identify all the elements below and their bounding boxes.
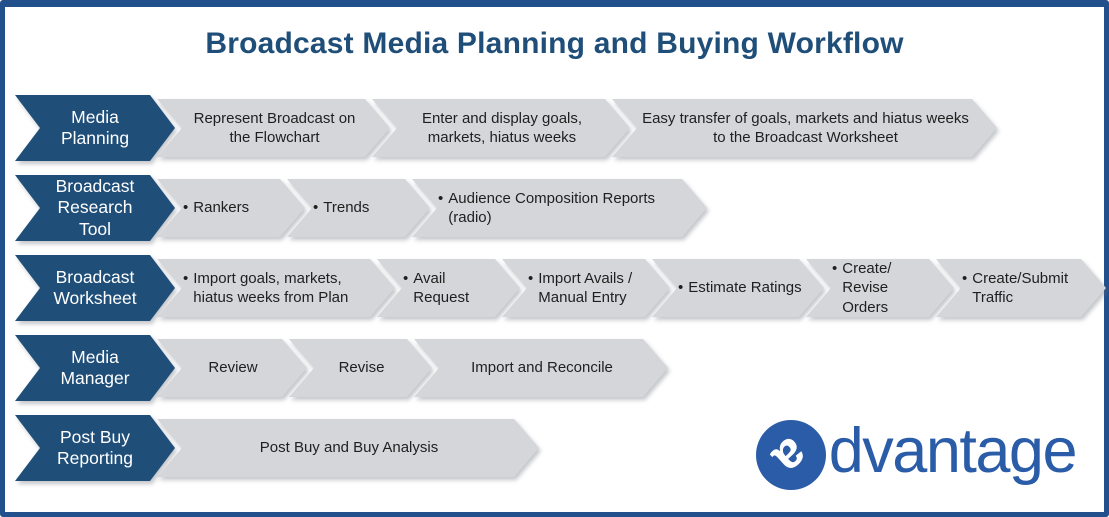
- bullet-icon: [962, 269, 967, 288]
- bullet-icon: [183, 198, 188, 217]
- logo-a-icon: a: [755, 420, 826, 490]
- step-text: Estimate Ratings: [688, 279, 802, 297]
- advantage-logo: a dvantage: [755, 415, 1078, 490]
- step-chevron: Create/ Revise Orders: [806, 259, 954, 317]
- step-text: Create/Submit Traffic: [972, 269, 1069, 306]
- row-label-chevron: Broadcast Research Tool: [15, 175, 175, 241]
- workflow-row-media-manager: Media Manager Review Revise Import and R…: [15, 335, 1106, 401]
- step-chevron: Revise: [289, 339, 432, 397]
- workflow-rows: Media Planning Represent Broadcast on th…: [15, 95, 1106, 495]
- step-chevron: Represent Broadcast on the Flowchart: [157, 99, 390, 157]
- step-text: Import goals, markets, hiatus weeks from…: [193, 269, 349, 306]
- step-chevron: Import goals, markets, hiatus weeks from…: [157, 259, 395, 317]
- step-text: Revise: [338, 359, 385, 377]
- row-label-text: Media Manager: [60, 346, 130, 388]
- step-chevron: Avail Request: [377, 259, 520, 317]
- bullet-icon: [832, 259, 837, 278]
- bullet-icon: [313, 198, 318, 217]
- step-text: Post Buy and Buy Analysis: [259, 439, 439, 457]
- bullet-icon: [183, 269, 188, 288]
- bullet-icon: [438, 189, 443, 208]
- logo-wordmark: dvantage: [828, 415, 1078, 486]
- workflow-row-post-buy-reporting: Post Buy Reporting Post Buy and Buy Anal…: [15, 415, 1106, 481]
- row-label-text: Media Planning: [60, 106, 130, 148]
- row-label-chevron: Broadcast Worksheet: [15, 255, 175, 321]
- step-chevron: Estimate Ratings: [652, 259, 824, 317]
- step-text: Easy transfer of goals, markets and hiat…: [642, 109, 969, 146]
- step-chevron: Import and Reconcile: [414, 339, 668, 397]
- row-label-text: Broadcast Worksheet: [53, 266, 137, 308]
- step-text: Review: [208, 359, 258, 377]
- row-label-text: Broadcast Research Tool: [55, 175, 135, 239]
- step-text: Enter and display goals, markets, hiatus…: [421, 109, 583, 146]
- step-chevron: Post Buy and Buy Analysis: [157, 419, 539, 477]
- step-chevron: Trends: [287, 179, 430, 237]
- step-chevron: Review: [157, 339, 307, 397]
- logo-a-letter: a: [762, 427, 821, 488]
- workflow-title: Broadcast Media Planning and Buying Work…: [205, 27, 904, 60]
- step-chevron: Import Avails / Manual Entry: [502, 259, 670, 317]
- bullet-icon: [403, 269, 408, 288]
- row-label-text: Post Buy Reporting: [57, 426, 133, 468]
- step-text: Audience Composition Reports (radio): [448, 189, 656, 226]
- step-text: Import Avails / Manual Entry: [538, 269, 633, 306]
- bullet-icon: [678, 278, 683, 297]
- step-chevron: Create/Submit Traffic: [936, 259, 1106, 317]
- step-text: Create/ Revise Orders: [842, 260, 892, 316]
- step-text: Trends: [323, 199, 370, 217]
- step-chevron: Enter and display goals, markets, hiatus…: [372, 99, 630, 157]
- step-chevron: Rankers: [157, 179, 305, 237]
- step-text: Import and Reconcile: [471, 359, 613, 377]
- workflow-row-broadcast-research-tool: Broadcast Research Tool Rankers Trends A…: [15, 175, 1106, 241]
- step-text: Rankers: [193, 199, 250, 217]
- row-label-chevron: Post Buy Reporting: [15, 415, 175, 481]
- step-text: Represent Broadcast on the Flowchart: [193, 109, 356, 146]
- bullet-icon: [528, 269, 533, 288]
- step-chevron: Easy transfer of goals, markets and hiat…: [612, 99, 997, 157]
- step-chevron: Audience Composition Reports (radio): [412, 179, 707, 237]
- row-label-chevron: Media Manager: [15, 335, 175, 401]
- workflow-row-media-planning: Media Planning Represent Broadcast on th…: [15, 95, 1106, 161]
- row-label-chevron: Media Planning: [15, 95, 175, 161]
- step-text: Avail Request: [413, 269, 470, 306]
- workflow-row-broadcast-worksheet: Broadcast Worksheet Import goals, market…: [15, 255, 1106, 321]
